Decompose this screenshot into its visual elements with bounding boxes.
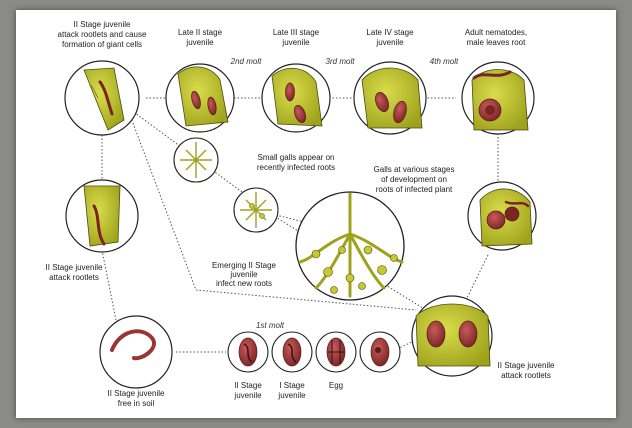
label-galls-various-3: roots of infected plant (376, 185, 453, 194)
label-juv-i-1: I Stage (279, 381, 305, 390)
stage-attack-circle (64, 60, 140, 136)
egg-cells-circle (315, 331, 357, 373)
label-small-galls-1: Small galls appear on (258, 153, 335, 162)
label-late-iv-2: juvenile (375, 38, 404, 47)
label-stage-attack-2: attack rootlets and cause (58, 30, 147, 39)
label-late-ii-2: juvenile (185, 38, 214, 47)
free-soil-circle (99, 315, 173, 389)
label-stage-attack-3: formation of giant cells (62, 40, 142, 49)
label-stage-attack-1: II Stage juvenile (74, 20, 131, 29)
label-late-iii-2: juvenile (281, 38, 310, 47)
root-galls-circle (295, 191, 405, 301)
adult-circle (461, 61, 535, 135)
label-attack-right-2: attack rootlets (501, 371, 551, 380)
label-molt-4: 4th molt (430, 57, 459, 66)
label-free-soil-2: free in soil (118, 399, 155, 408)
late-iii-circle (261, 63, 331, 133)
late-ii-circle (165, 63, 235, 133)
label-juv-ii-2: juvenile (233, 391, 262, 400)
attack-left-circle (65, 179, 139, 253)
juvenile-ii-egg-circle (227, 331, 269, 373)
label-juv-ii-1: II Stage (234, 381, 262, 390)
late-iv-circle (353, 61, 427, 135)
label-molt-2: 2nd molt (230, 57, 262, 66)
juvenile-i-egg-circle (271, 331, 313, 373)
label-galls-various-2: of development on (381, 175, 447, 184)
label-small-galls-2: recently infected roots (257, 163, 335, 172)
label-emerging-1: Emerging II Stage (212, 261, 277, 270)
label-attack-left-1: II Stage juvenile (46, 263, 103, 272)
small-galls-circle-1 (173, 137, 219, 183)
label-molt-3: 3rd molt (326, 57, 356, 66)
label-galls-various-1: Galls at various stages (374, 165, 455, 174)
label-attack-right-1: II Stage juvenile (498, 361, 555, 370)
egg-circle (359, 331, 401, 373)
egg-mass-circle (467, 181, 537, 251)
label-late-ii-1: Late II stage (178, 28, 223, 37)
life-cycle-diagram: II Stage juvenile attack rootlets and ca… (46, 20, 555, 408)
label-late-iv-1: Late IV stage (366, 28, 414, 37)
small-galls-circle-2 (233, 187, 279, 233)
label-egg: Egg (329, 381, 343, 390)
label-adult-1: Adult nematodes, (465, 28, 527, 37)
label-molt-1: 1st molt (256, 321, 285, 330)
label-emerging-3: infect new roots (216, 279, 272, 288)
label-free-soil-1: II Stage juvenile (108, 389, 165, 398)
label-adult-2: male leaves root (467, 38, 526, 47)
label-juv-i-2: juvenile (277, 391, 306, 400)
label-late-iii-1: Late III stage (273, 28, 320, 37)
label-attack-left-2: attack rootlets (49, 273, 99, 282)
attack-right-circle (411, 295, 493, 377)
label-emerging-2: juvenile (229, 270, 258, 279)
diagram-frame: II Stage juvenile attack rootlets and ca… (16, 10, 616, 418)
